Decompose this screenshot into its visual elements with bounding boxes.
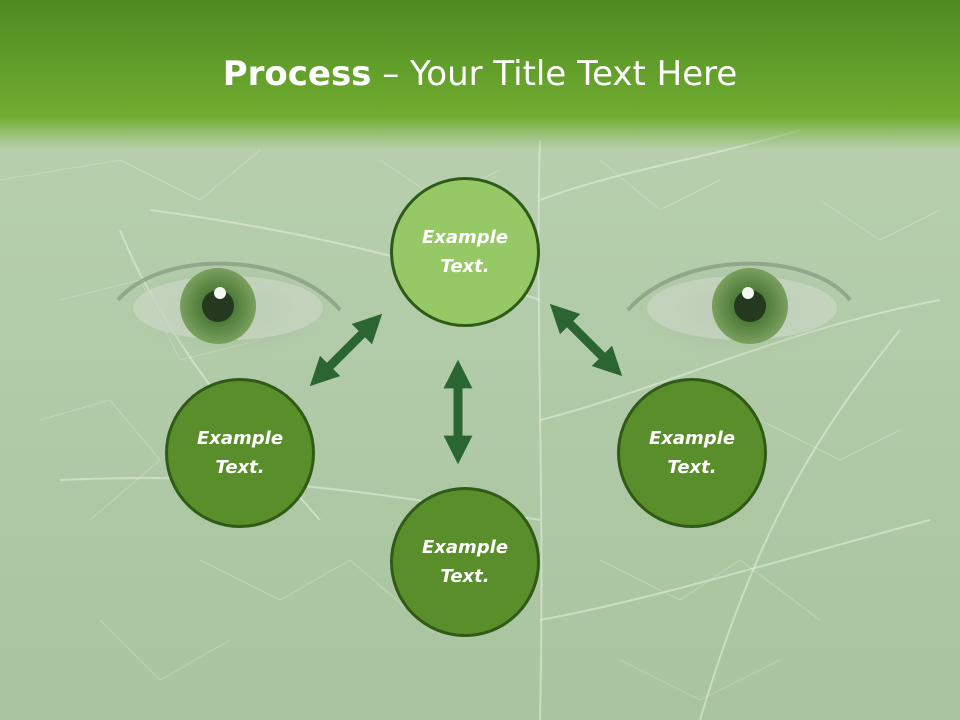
title-rest-text: – Your Title Text Here [371, 54, 738, 94]
process-node-bottom[interactable]: Example Text. [390, 487, 540, 637]
title-bold-text: Process [222, 54, 372, 94]
node-left-label: Example Text. [196, 428, 284, 478]
double-arrow-top-left [309, 313, 383, 387]
node-bottom-label: Example Text. [421, 537, 509, 587]
slide-title[interactable]: Process – Your Title Text Here [0, 52, 960, 96]
process-node-right[interactable]: Example Text. [617, 378, 767, 528]
node-right-label: Example Text. [648, 428, 736, 478]
process-node-left[interactable]: Example Text. [165, 378, 315, 528]
process-node-top[interactable]: Example Text. [390, 177, 540, 327]
double-arrow-top-right [549, 303, 623, 377]
node-top-label: Example Text. [421, 227, 509, 277]
title-bar [0, 0, 960, 150]
